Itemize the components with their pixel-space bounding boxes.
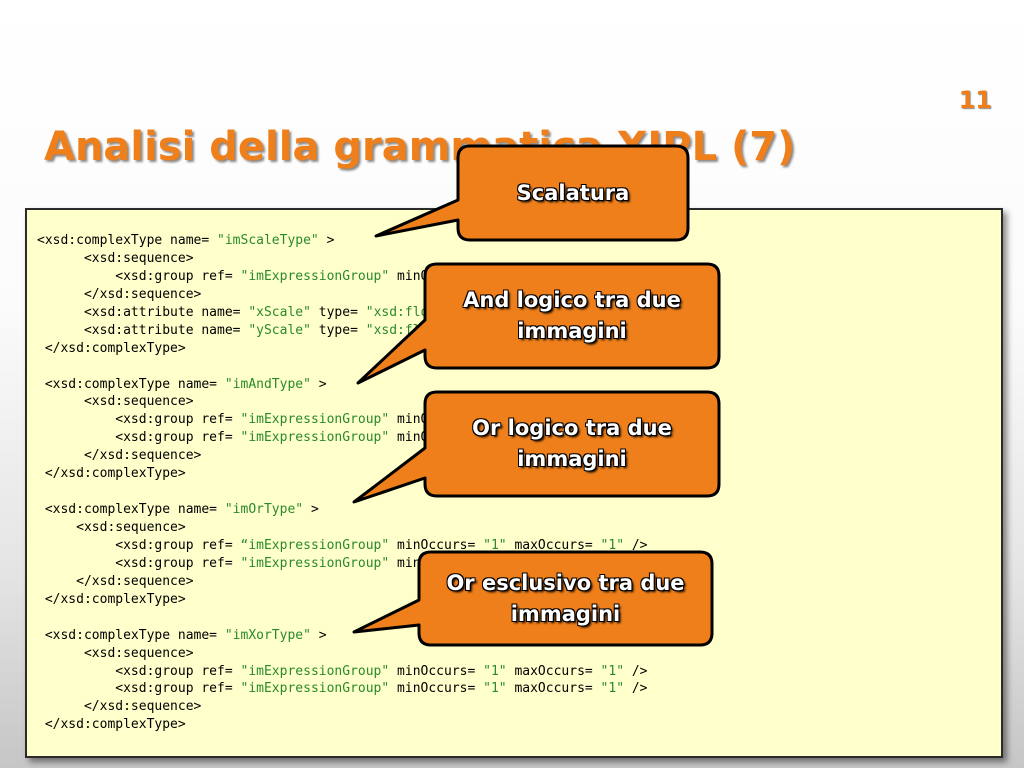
code-line: <xsd:sequence> bbox=[37, 393, 648, 411]
slide-number: 11 bbox=[958, 86, 992, 114]
code-line: <xsd:group ref= “imExpressionGroup" minO… bbox=[37, 537, 648, 555]
code-line: </xsd:sequence> bbox=[37, 698, 648, 716]
code-text: <xsd:group ref= bbox=[37, 268, 241, 284]
code-text: <xsd:sequence> bbox=[37, 645, 194, 661]
code-text: /> bbox=[624, 681, 648, 697]
code-text: <xsd:group ref= bbox=[37, 663, 241, 679]
code-line: <xsd:sequence> bbox=[37, 519, 648, 537]
code-string-literal: "imExpressionGroup" bbox=[240, 268, 390, 284]
code-line: </xsd:sequence> bbox=[37, 286, 648, 304]
code-string-literal: "imAndType" bbox=[224, 376, 311, 392]
code-string-literal: "xScale" bbox=[248, 304, 311, 320]
code-string-literal: "yScale" bbox=[248, 322, 311, 338]
code-text: > bbox=[303, 502, 319, 518]
code-text: > bbox=[318, 233, 335, 248]
code-text: <xsd:group ref= bbox=[37, 430, 241, 446]
code-line: </xsd:complexType> bbox=[37, 465, 648, 483]
code-text: <xsd:complexType name= bbox=[37, 376, 225, 392]
code-string-literal: "1" bbox=[600, 663, 625, 679]
callout-and-label: And logico tra due immagini bbox=[463, 288, 681, 343]
code-text: </xsd:sequence> bbox=[37, 448, 202, 464]
code-string-literal: "1" bbox=[483, 537, 507, 553]
code-string-literal: "1" bbox=[483, 663, 507, 679]
code-text: minOccurs= bbox=[389, 663, 484, 679]
callout-or-bubble bbox=[352, 390, 721, 504]
callout-or-label: Or logico tra due immagini bbox=[472, 416, 672, 471]
code-text: type= bbox=[310, 322, 366, 338]
code-text: </xsd:sequence> bbox=[37, 286, 202, 302]
code-string-literal: "imExpressionGroup" bbox=[240, 663, 390, 679]
code-string-literal: "imExpressionGroup" bbox=[240, 430, 390, 446]
callout-xor-bubble bbox=[352, 550, 714, 647]
code-line: <xsd:sequence> bbox=[37, 645, 648, 663]
code-line: <xsd:complexType name= "imScaleType" > bbox=[37, 232, 648, 250]
code-line: </xsd:sequence> bbox=[37, 573, 648, 591]
code-text: type= bbox=[310, 304, 366, 320]
code-string-literal: "1" bbox=[483, 681, 507, 697]
code-text: <xsd:sequence> bbox=[37, 520, 186, 535]
code-text: maxOccurs= bbox=[506, 681, 601, 697]
code-line: <xsd:sequence> bbox=[37, 250, 648, 268]
code-line: </xsd:complexType> bbox=[37, 591, 648, 609]
code-string-literal: “imExpressionGroup" bbox=[240, 537, 390, 553]
code-text: <xsd:group ref= bbox=[37, 681, 241, 697]
code-text: <xsd:group ref= bbox=[37, 537, 241, 553]
code-string-literal: "1" bbox=[600, 681, 625, 697]
code-string-literal: "imOrType" bbox=[224, 502, 304, 518]
code-string-literal: "1" bbox=[600, 537, 625, 553]
code-text: <xsd:group ref= bbox=[37, 412, 241, 428]
code-text: > bbox=[310, 627, 327, 643]
code-text: <xsd:sequence> bbox=[37, 394, 194, 410]
code-text: </xsd:complexType> bbox=[37, 717, 186, 733]
code-string-literal: "imExpressionGroup" bbox=[240, 412, 390, 428]
code-text: <xsd:complexType name= bbox=[37, 233, 218, 248]
callout-xor-label: Or esclusivo tra due immagini bbox=[446, 570, 685, 626]
code-line: </xsd:sequence> bbox=[37, 447, 648, 465]
code-text: /> bbox=[624, 663, 648, 679]
code-text: <xsd:group ref= bbox=[37, 555, 241, 571]
code-line: <xsd:complexType name= "imXorType" > bbox=[37, 627, 648, 645]
code-string-literal: "imExpressionGroup" bbox=[240, 681, 390, 697]
code-line: </xsd:complexType> bbox=[37, 716, 648, 734]
code-line: <xsd:group ref= "imExpressionGroup" minO… bbox=[37, 680, 648, 698]
code-text: <xsd:attribute name= bbox=[37, 304, 249, 320]
callout-scale-label: Scalatura bbox=[516, 180, 630, 205]
code-text: <xsd:complexType name= bbox=[37, 502, 225, 518]
code-line: </xsd:complexType> bbox=[37, 340, 648, 358]
code-text: </xsd:complexType> bbox=[37, 466, 186, 482]
code-text: maxOccurs= bbox=[506, 537, 601, 553]
code-text: </xsd:complexType> bbox=[37, 591, 186, 607]
code-text: minOccurs= bbox=[389, 681, 484, 697]
code-string-literal: "imScaleType" bbox=[217, 233, 319, 248]
callout-and-bubble bbox=[356, 262, 721, 385]
code-line: <xsd:complexType name= "imAndType" > bbox=[37, 376, 648, 394]
code-line: <xsd:group ref= "imExpressionGroup" minO… bbox=[37, 663, 648, 681]
code-text: <xsd:sequence> bbox=[37, 250, 194, 266]
code-text: <xsd:complexType name= bbox=[37, 627, 225, 643]
code-string-literal: "imXorType" bbox=[224, 627, 311, 643]
code-string-literal: "imExpressionGroup" bbox=[240, 555, 390, 571]
code-text: maxOccurs= bbox=[506, 663, 601, 679]
code-text: > bbox=[310, 376, 327, 392]
code-text: <xsd:attribute name= bbox=[37, 322, 249, 338]
code-text: </xsd:sequence> bbox=[37, 699, 202, 715]
code-text: </xsd:complexType> bbox=[37, 340, 186, 356]
callout-scale-bubble bbox=[374, 144, 690, 242]
code-text: </xsd:sequence> bbox=[37, 573, 194, 589]
code-text: minOccurs= bbox=[389, 537, 484, 553]
code-text: /> bbox=[624, 537, 648, 553]
code-line: <xsd:complexType name= "imOrType" > bbox=[37, 501, 648, 519]
